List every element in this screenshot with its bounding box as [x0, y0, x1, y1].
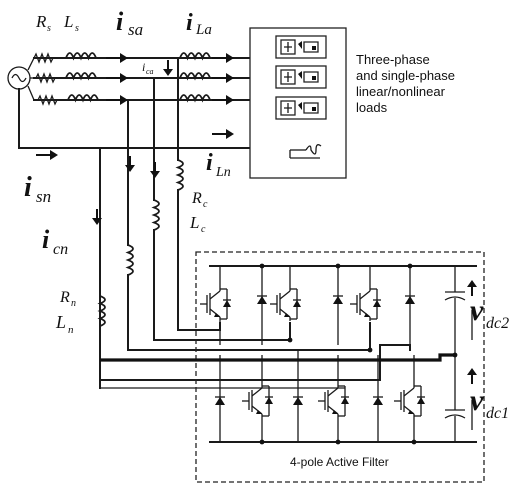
label-rc: R c — [191, 190, 208, 210]
label-isa: i sa — [116, 7, 143, 39]
svg-text:loads: loads — [356, 100, 388, 115]
source-current-arrows — [106, 53, 128, 105]
svg-text:i: i — [186, 10, 193, 36]
load-current-arrows — [212, 53, 234, 139]
label-vdc2: v dc2 — [470, 294, 509, 332]
svg-text:sa: sa — [128, 20, 143, 39]
svg-text:Three-phase: Three-phase — [356, 52, 430, 67]
dc-bus — [209, 265, 477, 443]
junction-dots — [259, 263, 417, 445]
ac-source — [7, 66, 31, 90]
svg-text:R: R — [59, 289, 70, 306]
load-3 — [275, 96, 327, 120]
svg-text:and single-phase: and single-phase — [356, 68, 455, 83]
source-resistors — [33, 52, 58, 106]
loads-block — [249, 27, 347, 179]
svg-text:R: R — [35, 12, 47, 31]
label-ln: L n — [55, 312, 74, 336]
filter-boundary — [195, 251, 485, 483]
svg-text:v: v — [470, 294, 484, 327]
svg-text:i: i — [206, 150, 213, 176]
svg-text:Ln: Ln — [215, 165, 231, 180]
load-1 — [275, 35, 327, 59]
load-2 — [275, 65, 327, 89]
svg-text:i: i — [142, 60, 145, 74]
svg-text:v: v — [470, 384, 484, 417]
label-vdc1: v dc1 — [470, 384, 509, 422]
dc-capacitors — [444, 266, 466, 442]
svg-text:sn: sn — [36, 187, 51, 206]
label-rs: R s — [35, 12, 51, 34]
source-inductors — [65, 52, 99, 101]
filter-routing — [99, 189, 411, 389]
label-iln: i Ln — [206, 150, 231, 180]
svg-text:L: L — [63, 12, 73, 31]
svg-text:L: L — [189, 213, 199, 232]
svg-text:linear/nonlinear: linear/nonlinear — [356, 84, 446, 99]
filter-title: 4-pole Active Filter — [290, 455, 389, 469]
svg-text:c: c — [201, 224, 206, 235]
svg-text:s: s — [47, 23, 51, 34]
label-ls: L s — [63, 12, 79, 34]
svg-text:n: n — [71, 298, 76, 309]
compensation-arrow-ca — [163, 60, 173, 76]
svg-text:R: R — [191, 190, 202, 207]
svg-text:c: c — [203, 199, 208, 210]
loads-caption: Three-phase and single-phase linear/nonl… — [356, 52, 455, 115]
lower-switches — [214, 350, 426, 442]
filter-inductors — [99, 159, 184, 327]
label-ica: i ca — [142, 60, 154, 76]
neutral-line — [18, 147, 251, 160]
svg-text:ca: ca — [146, 67, 154, 76]
label-lc: L c — [189, 213, 206, 235]
label-rn: R n — [59, 289, 76, 309]
svg-text:i: i — [42, 225, 50, 254]
load-4-inductor — [289, 144, 322, 159]
upper-switches — [199, 266, 416, 345]
dc-voltage-arrows — [467, 280, 477, 430]
source-connections — [18, 57, 35, 149]
svg-text:s: s — [75, 23, 79, 34]
svg-text:L: L — [55, 312, 66, 332]
svg-text:i: i — [24, 172, 32, 203]
label-isn: i sn — [24, 172, 51, 206]
load-inductors — [179, 52, 211, 101]
svg-text:dc2: dc2 — [486, 315, 509, 332]
neutral-to-midpoint — [100, 353, 455, 362]
svg-text:dc1: dc1 — [486, 405, 509, 422]
svg-text:cn: cn — [53, 241, 68, 258]
svg-text:La: La — [195, 22, 212, 38]
label-ila: i La — [186, 10, 212, 38]
svg-text:i: i — [116, 7, 124, 36]
label-icn: i cn — [42, 225, 68, 258]
filter-taps — [92, 57, 179, 389]
svg-text:n: n — [68, 324, 74, 336]
